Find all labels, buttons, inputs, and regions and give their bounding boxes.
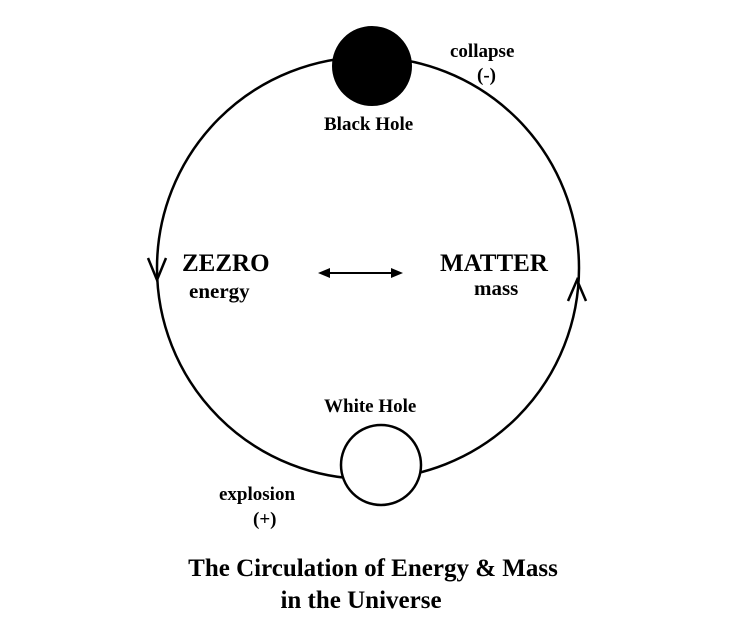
white-hole-label: White Hole [324,396,417,417]
black-hole-label: Black Hole [324,114,414,135]
left-down-arrowhead [146,257,168,284]
caption-line-1: The Circulation of Energy & Mass [188,555,558,582]
collapse-label: collapse [450,41,515,62]
zezro-label: ZEZRO [182,250,270,277]
mass-label: mass [474,276,519,300]
collapse-sign: (-) [477,65,496,86]
caption-line-2: in the Universe [280,587,442,614]
double-arrow-left-head [318,268,330,278]
explosion-sign: (+) [253,509,277,530]
white-hole-circle [339,423,423,507]
energy-label: energy [189,279,250,303]
matter-label: MATTER [440,250,548,277]
explosion-label: explosion [219,484,296,505]
right-up-arrowhead [566,276,588,302]
black-hole-circle [332,26,412,106]
double-arrow-right-head [391,268,403,278]
